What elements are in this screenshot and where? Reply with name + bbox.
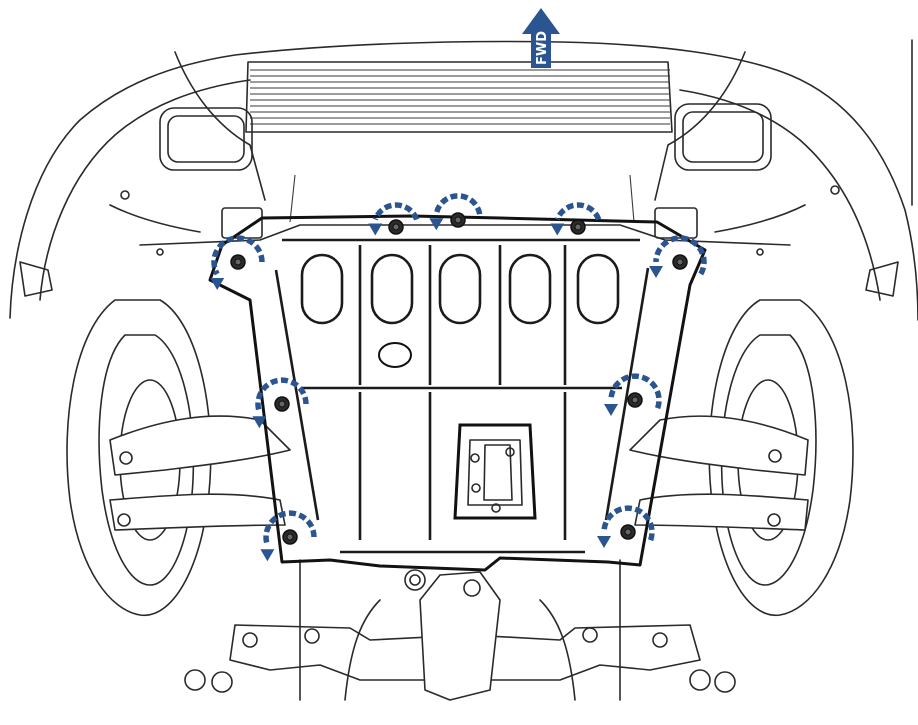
rotation-arc-lower-left [263,510,317,547]
skid-plate [208,214,707,572]
rotation-arrowhead-lower-left [260,549,275,562]
rotation-arrowhead-upper-right [649,266,663,278]
bolt-center-lower-left [286,533,294,541]
rotation-arrowhead-lower-right [597,536,611,548]
rotation-arrowhead-mid-right [604,404,618,416]
rotation-arc-top-center [433,193,483,215]
skid-plate-bolts [230,212,688,545]
front-crossmember [419,571,501,701]
left-fog-lamp [159,107,253,171]
fwd-arrow: FWD [522,8,560,68]
rotation-arc-lower-right [601,505,655,542]
bolt-center-mid-right [631,396,639,404]
bolt-center-top-right [574,223,582,231]
skid-plate-body [208,214,707,572]
rotation-arrowhead-top-left [368,223,383,236]
bolt-center-lower-right [624,528,632,536]
rotation-arc-upper-left [211,235,265,276]
bolt-center-upper-left [234,258,242,266]
rotation-arc-mid-left [255,377,309,414]
left-lower-control-arm [109,415,291,476]
bolt-center-top-center [454,216,462,224]
fwd-label: FWD [535,31,550,65]
fastener-rotation-arrows [210,193,707,562]
bolt-center-mid-left [278,400,286,408]
right-lower-control-arm [629,415,809,476]
bolt-center-top-left [392,223,400,231]
vehicle-outline [9,39,918,701]
rotation-arc-top-right [554,202,602,221]
rotation-arc-upper-right [653,235,707,276]
drain-hole [378,342,412,368]
bolt-center-upper-right [676,258,684,266]
rotation-arrowhead-top-right [550,223,565,236]
right-fog-lamp [674,103,772,171]
rotation-arrowhead-top-center [429,218,444,231]
rotation-arrowhead-upper-left [210,278,225,290]
rotation-arrowhead-mid-left [252,416,267,429]
rotation-arc-mid-right [608,373,662,410]
grille-louvres [250,69,670,125]
oil-service-window [453,423,537,520]
fwd-arrow-shape [522,8,560,68]
rotation-arc-top-left [372,202,420,221]
plate-recesses [300,253,620,325]
